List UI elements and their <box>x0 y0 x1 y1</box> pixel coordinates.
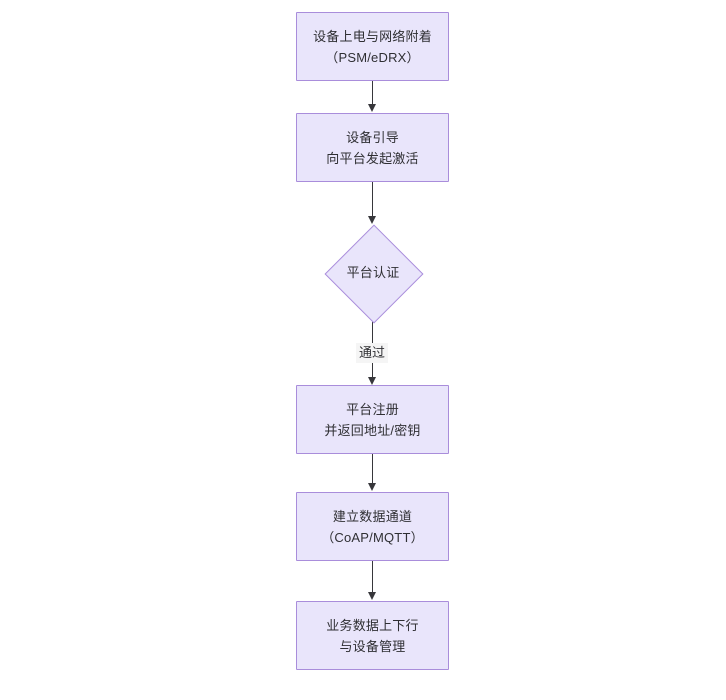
edge-label-pass: 通过 <box>355 343 389 363</box>
node-platform-register[interactable]: 平台注册 并返回地址/密钥 <box>296 385 449 454</box>
node-power-on-line1: 设备上电与网络附着 <box>313 28 432 44</box>
node-data-channel-line1: 建立数据通道 <box>332 508 413 524</box>
edge-bootstrap-to-platform-auth <box>372 182 373 218</box>
edge-power-on-to-bootstrap <box>372 81 373 108</box>
edge-data-channel-to-business <box>372 561 373 593</box>
node-business-data-line1: 业务数据上下行 <box>326 617 419 633</box>
edge-bootstrap-to-platform-auth-arrowhead <box>368 216 376 224</box>
node-business-data-line2: 与设备管理 <box>339 638 406 654</box>
node-data-channel-line2: （CoAP/MQTT） <box>321 529 424 545</box>
node-platform-auth-label: 平台认证 <box>346 265 400 280</box>
node-bootstrap-line1: 设备引导 <box>346 129 399 145</box>
node-data-channel[interactable]: 建立数据通道 （CoAP/MQTT） <box>296 492 449 561</box>
node-platform-register-line1: 平台注册 <box>346 401 399 417</box>
edge-power-on-to-bootstrap-arrowhead <box>368 104 376 112</box>
node-power-on-line2: （PSM/eDRX） <box>325 49 420 65</box>
node-platform-auth[interactable]: 平台认证 <box>324 224 424 324</box>
node-business-data[interactable]: 业务数据上下行 与设备管理 <box>296 601 449 670</box>
edge-platform-auth-to-register-arrowhead <box>368 377 376 385</box>
node-platform-register-line2: 并返回地址/密钥 <box>324 422 421 438</box>
edge-register-to-data-channel-arrowhead <box>368 483 376 491</box>
node-bootstrap[interactable]: 设备引导 向平台发起激活 <box>296 113 449 182</box>
node-bootstrap-line2: 向平台发起激活 <box>326 150 419 166</box>
edge-register-to-data-channel <box>372 454 373 484</box>
node-power-on[interactable]: 设备上电与网络附着 （PSM/eDRX） <box>296 12 449 81</box>
edge-data-channel-to-business-arrowhead <box>368 592 376 600</box>
